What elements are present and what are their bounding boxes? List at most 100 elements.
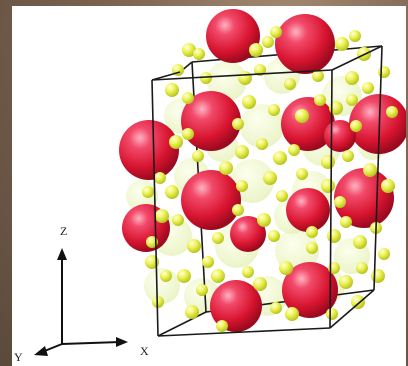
small-atom: [196, 284, 208, 296]
small-atom: [306, 226, 318, 238]
small-atom: [321, 179, 335, 193]
small-atom: [350, 120, 362, 132]
large-atom: [282, 262, 338, 318]
small-atom: [334, 196, 346, 208]
cell-edge: [329, 69, 333, 329]
small-atom: [236, 180, 248, 192]
small-atom: [356, 262, 368, 274]
small-atom: [362, 82, 374, 94]
small-atom: [182, 92, 194, 104]
large-atom: [206, 9, 260, 63]
small-atom: [242, 95, 256, 109]
small-atom: [219, 161, 233, 175]
large-atom: [119, 120, 179, 180]
small-atom: [211, 269, 225, 283]
translucent-atom: [207, 61, 247, 101]
small-atom: [253, 277, 267, 291]
large-atom: [230, 216, 266, 252]
cell-edge: [157, 311, 207, 337]
small-atom: [349, 30, 361, 42]
small-atom: [345, 71, 359, 85]
small-atom: [202, 256, 214, 268]
small-atom: [340, 216, 352, 228]
small-atom: [326, 308, 338, 320]
small-atom: [378, 248, 390, 260]
small-atom: [172, 214, 184, 226]
small-atom: [192, 150, 204, 162]
x-axis-label: X: [140, 344, 149, 358]
large-atom: [275, 14, 335, 74]
small-atom: [154, 172, 166, 184]
small-atom: [142, 186, 154, 198]
small-atom: [342, 150, 354, 162]
small-atom: [296, 168, 308, 180]
z-axis-arrowhead: [57, 248, 67, 260]
small-atom: [270, 26, 282, 38]
cell-edge: [151, 79, 159, 337]
small-atom: [256, 138, 268, 150]
z-axis-label: Z: [60, 224, 68, 238]
cell-edge: [331, 45, 383, 71]
small-atom: [335, 37, 349, 51]
small-atom: [312, 70, 324, 82]
small-atom: [288, 144, 300, 156]
small-atom: [268, 104, 280, 116]
small-atom: [160, 270, 172, 282]
small-atom: [351, 295, 365, 309]
small-atom: [270, 302, 282, 314]
y-axis-label: Y: [14, 350, 23, 364]
small-atom: [276, 190, 288, 202]
large-atom: [334, 168, 394, 228]
large-atom-group: [119, 9, 406, 332]
large-atom: [210, 280, 262, 332]
small-atom: [263, 171, 277, 185]
small-atom: [273, 151, 287, 165]
coordinate-axes: [34, 248, 128, 356]
small-atom: [177, 269, 191, 283]
cell-edge: [151, 69, 333, 81]
small-atom: [182, 43, 196, 57]
small-atom: [165, 83, 179, 97]
small-atom: [232, 118, 244, 130]
small-atom: [268, 230, 280, 242]
large-atom: [181, 91, 241, 151]
cell-edge: [373, 45, 383, 291]
small-atom: [182, 128, 194, 140]
small-atom: [327, 229, 341, 243]
small-atom: [165, 185, 179, 199]
small-atom: [193, 48, 205, 60]
x-axis-line: [61, 341, 121, 345]
y-axis-arrowhead: [34, 346, 48, 356]
small-atom: [285, 307, 299, 321]
small-atom: [381, 179, 395, 193]
small-atom: [262, 36, 274, 48]
small-atom: [235, 145, 249, 159]
small-atom: [200, 72, 212, 84]
small-atom: [232, 204, 244, 216]
small-atom: [314, 94, 326, 106]
small-atom: [212, 232, 224, 244]
x-axis-arrowhead: [116, 337, 128, 347]
crystal-structure-diagram: [34, 9, 406, 356]
small-atom: [185, 305, 199, 319]
small-atom: [249, 43, 263, 57]
small-atom: [257, 213, 271, 227]
small-atom: [371, 269, 385, 283]
small-atom: [386, 106, 398, 118]
cell-edge: [151, 71, 181, 81]
small-atom: [295, 109, 309, 123]
small-atom: [187, 239, 201, 253]
small-atom: [339, 275, 353, 289]
small-atom: [279, 261, 293, 275]
small-atom: [254, 64, 266, 76]
small-atom: [284, 78, 296, 90]
cell-edge: [329, 289, 375, 329]
large-atom: [281, 97, 335, 151]
small-atom: [155, 209, 169, 223]
translucent-atom: [230, 159, 274, 203]
small-atom: [306, 242, 318, 254]
unit-cell-front-edges: [151, 45, 383, 337]
small-atom: [378, 66, 390, 78]
small-atom: [353, 235, 367, 249]
small-atom: [169, 135, 183, 149]
